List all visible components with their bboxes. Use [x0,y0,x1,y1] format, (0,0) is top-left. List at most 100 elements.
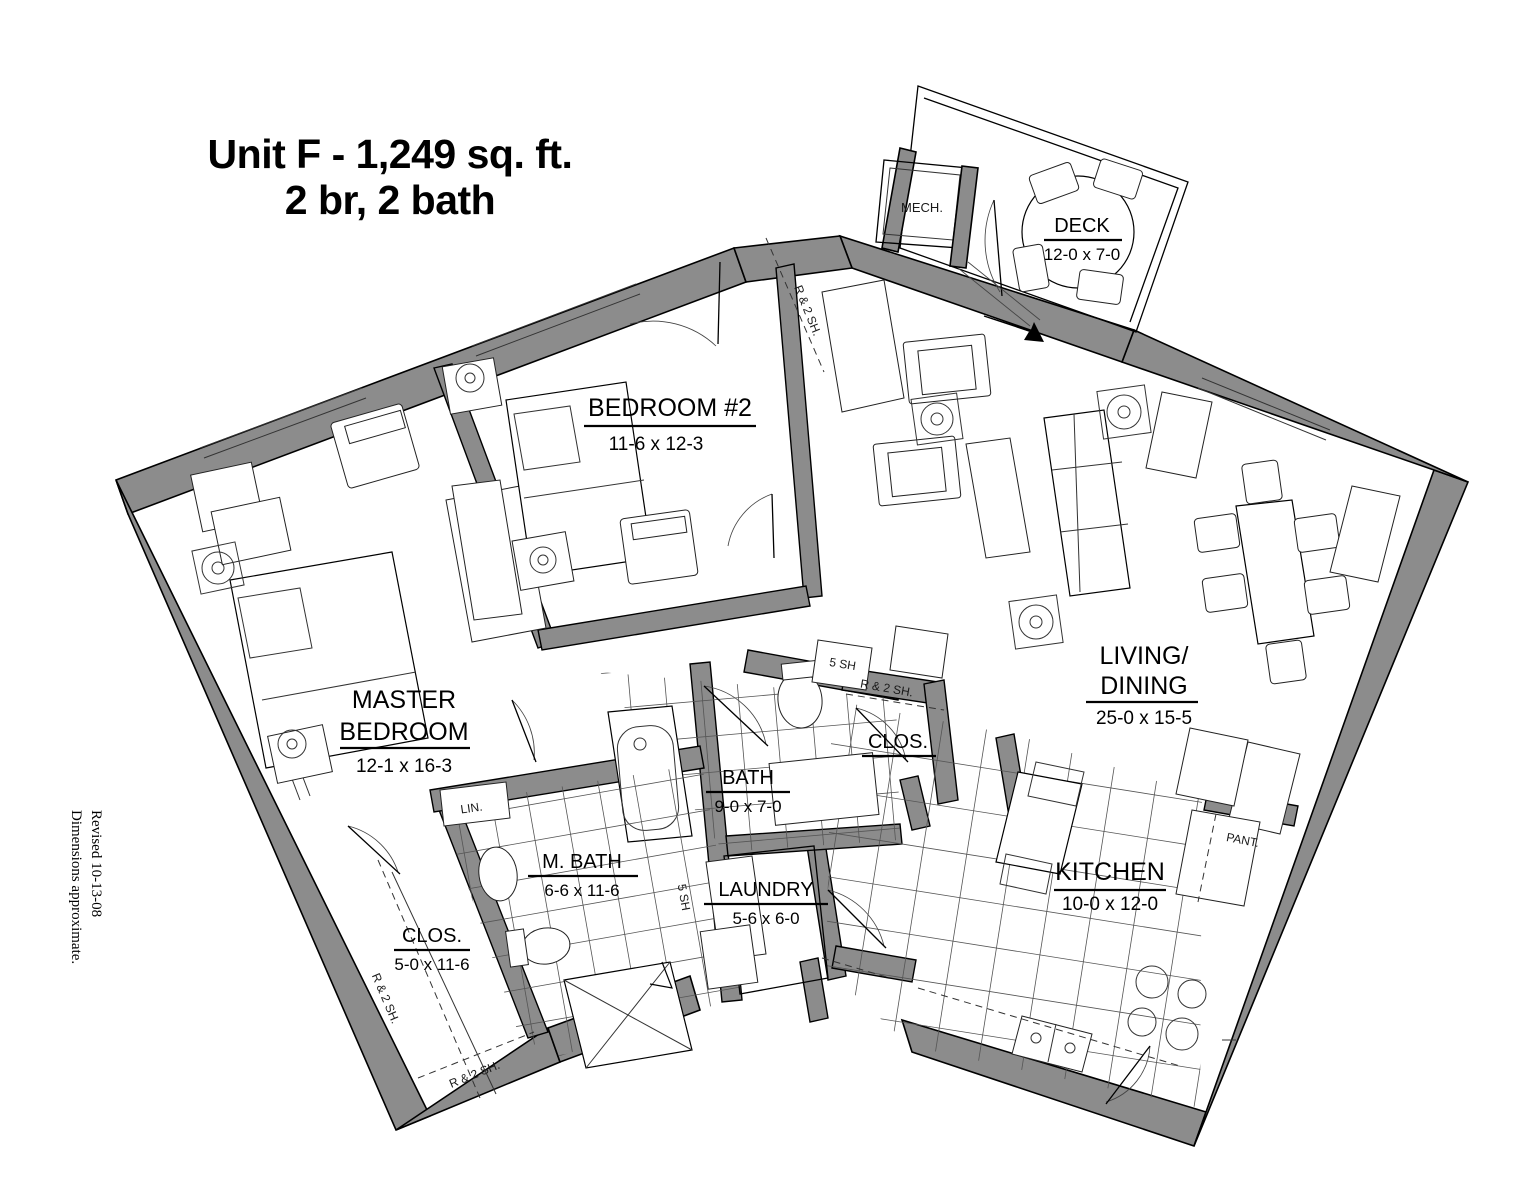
bed2-ceiling-fan [455,363,485,393]
title-line-2: 2 br, 2 bath [284,176,496,223]
kitchen-sink-divider [1047,1023,1057,1063]
window-master-nw-2 [203,397,367,459]
hall-closet-door-swing [855,707,907,761]
living-ceiling-fan-2 [1096,384,1152,440]
living-sofa [1043,409,1131,597]
title-line-1: Unit F - 1,249 sq. ft. [207,131,573,177]
dining-chair [1293,513,1341,553]
master-chair-back [344,409,406,445]
bed2-nightstand [441,357,503,415]
page-title: Unit F - 1,249 sq. ft. 2 br, 2 bath [130,131,650,224]
kitchen-counter-dashed [917,987,1181,1067]
wall-bedroom2-east [775,263,823,599]
living-chair-2-seat [887,446,947,498]
linen-closet [439,781,511,827]
living-sidetable-right [1329,485,1401,583]
dining-chair [1241,459,1283,505]
window-east-living [1201,377,1331,431]
bath-label: BATH [722,767,774,789]
laundry-door-leaf [827,889,887,949]
master-closet-label: CLOS. [402,925,462,947]
dining-chair [1303,575,1351,615]
pantry-label: PANT. [1225,830,1260,850]
bed2-chair-back [630,515,688,541]
bed2-side-table [511,531,575,591]
window-bed2-nw [471,283,637,347]
living-dining-label-1: LIVING/ [1100,642,1189,670]
entry-arrow-line [983,315,1033,333]
living-dining-dimensions: 25-0 x 15-5 [1096,708,1192,729]
living-console [821,279,905,413]
laundry-door-swing [827,889,885,947]
pantry-cabinet [1175,809,1261,907]
bed2-ceiling-fan-2 [529,546,557,574]
deck-chair [1012,243,1050,293]
wall-hall-closet-right [923,679,959,805]
master-ceiling-fan-2 [277,729,307,759]
mech-label: MECH. [901,200,943,215]
kitchen-cooktop [1127,965,1207,1051]
linen-label: LIN. [460,800,484,817]
deck-label-group: DECK 12-0 x 7-0 [1044,215,1122,264]
master-closet-rod-2 [417,1031,535,1079]
deck-rail-inner [923,97,1179,323]
bed2-coverlet [523,479,645,499]
bed2-door-leaf [717,261,721,345]
window-east-living-2 [1197,387,1327,441]
living-console-right [1145,391,1213,479]
hall-closet-label: CLOS. [868,731,928,753]
deck-chair [1028,162,1080,204]
living-sofa-cushion-2 [1059,523,1129,533]
kitchen-room: PANT. KITCHEN 10-0 x 12-0 [826,700,1261,1108]
living-chair-1-seat [917,344,977,396]
hall-closet-shelf-label: 5 SH [828,655,857,673]
mech-closet: MECH. [875,159,1041,327]
living-sofa-cushion-1 [1051,461,1123,471]
exterior-wall-north-stub [732,235,854,283]
bedroom-2-dimensions: 11-6 x 12-3 [609,434,704,455]
shower-drain-arrow [649,961,673,989]
shower-diag-2 [585,961,671,1069]
entry-door-leaf [967,261,1041,321]
master-bedroom-label-1: MASTER [352,686,456,714]
deck-area [881,85,1189,333]
deck-dimensions: 12-0 x 7-0 [1044,245,1121,264]
window-master-nw [199,387,363,449]
master-door-leaf [511,699,537,763]
deck-door-swing [984,199,1001,293]
entry-door-leaf-2 [957,267,1031,327]
deck-wall-left [881,147,917,253]
dining-table [1235,499,1315,645]
mech-wall-right [949,165,979,269]
master-ceiling-fan [191,541,245,595]
hall-closet-shelf-box [811,639,873,691]
master-nightstand-2 [210,496,292,566]
hall-closet-door-leaf [855,707,909,763]
bed2-pillow [513,405,581,471]
kitchen-faucet-2 [1064,1042,1076,1054]
master-bath-toilet-tank [505,928,529,968]
bed2-hall-door-leaf [771,493,775,559]
kitchen-door-leaf [1105,1045,1151,1105]
master-closet-door-swing [347,825,399,873]
master-door-swing [511,699,535,761]
living-ceiling-fan-3 [1008,594,1064,650]
bathtub [607,705,693,843]
bedroom-2-room: R & 2 SH. BEDROOM #2 11-6 x 12-3 [441,237,825,621]
kitchen-island-stool [999,853,1053,895]
master-bath-dimensions: 6-6 x 11-6 [544,881,619,900]
laundry-room: 5 SH LAUNDRY 5-6 x 6-0 [675,845,891,995]
deck-label: DECK [1054,215,1110,237]
master-bath-sink [478,846,518,902]
bathtub-basin [616,725,680,831]
living-dining-label-2: DINING [1100,672,1188,700]
master-bedroom-label-2: BEDROOM [339,718,468,746]
living-dining-room: LIVING/ DINING 25-0 x 15-5 [821,279,1401,835]
wall-bedroom2-south [537,585,811,651]
bath-dimensions: 9-0 x 7-0 [714,797,781,816]
hall-closet-room: 5 SH R & 2 SH. CLOS. [811,625,949,763]
kitchen-refrigerator [1175,727,1249,807]
bathtub-drain [633,737,647,751]
